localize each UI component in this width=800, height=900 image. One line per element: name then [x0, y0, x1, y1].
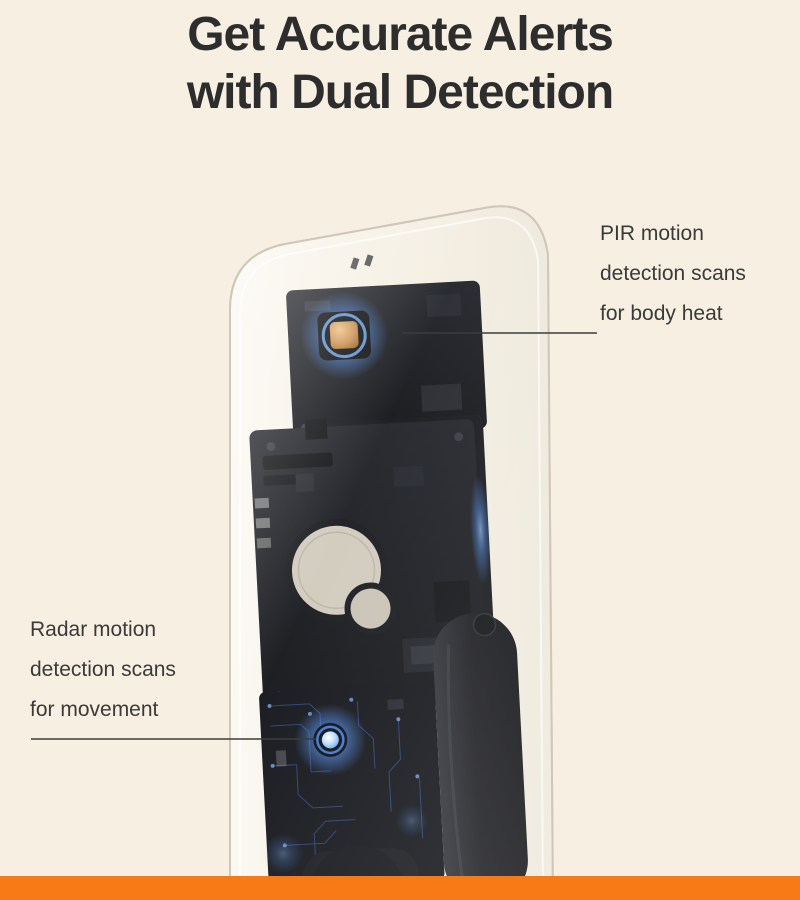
callout-radar: Radar motion detection scans for movemen… — [30, 610, 176, 730]
callout-pir-line-3: for body heat — [600, 302, 723, 325]
bottom-accent-bar — [0, 876, 800, 900]
page-title: Get Accurate Alerts with Dual Detection — [0, 6, 800, 122]
callout-pir-line-1: PIR motion — [600, 222, 704, 245]
callout-radar-line-1: Radar motion — [30, 618, 157, 641]
shell-glass-front — [229, 205, 554, 900]
callout-pir-line-2: detection scans — [600, 262, 746, 285]
heading-line-1: Get Accurate Alerts — [187, 8, 614, 61]
callout-radar-line-2: detection scans — [30, 658, 176, 681]
callout-radar-line-3: for movement — [30, 698, 159, 721]
callout-pir: PIR motion detection scans for body heat — [600, 214, 746, 334]
heading-line-2: with Dual Detection — [186, 66, 614, 119]
